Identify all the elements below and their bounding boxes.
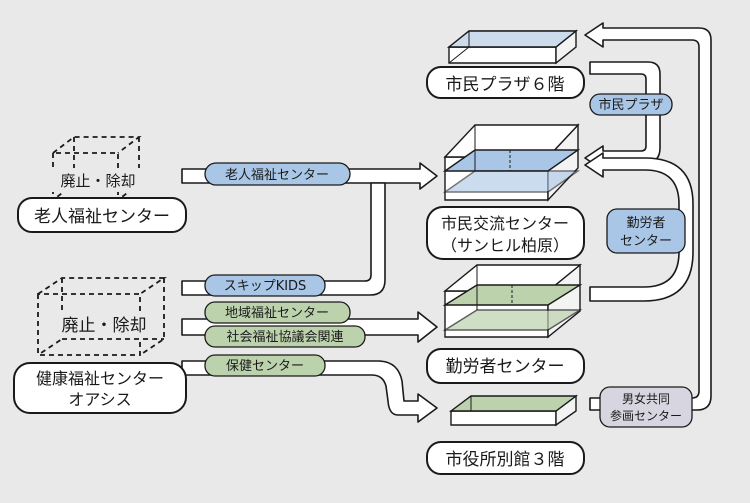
- demolish-label-elderly: 廃止・除却: [60, 172, 135, 190]
- old-facility-box-health: [13, 362, 187, 414]
- demolish-label-bg-health: [50, 312, 160, 338]
- flow-pill-labor: [606, 208, 686, 254]
- old-facility-box-elderly: [17, 197, 187, 233]
- new-facility-box-annex: [426, 441, 585, 475]
- flow-pill-gender: [599, 386, 693, 428]
- building-labor: [442, 263, 583, 339]
- demolish-label-health: 廃止・除却: [62, 316, 147, 336]
- flow-label-plaza: 市民プラザ: [598, 97, 663, 113]
- flow-pill-council: [204, 325, 366, 348]
- new-facility-name-annex: 市役所別館３階: [446, 450, 565, 470]
- flow-pill-regional: [204, 301, 351, 324]
- new-facility-box-exchange: [426, 206, 585, 260]
- building-plaza: [447, 29, 578, 65]
- new-facility-name-exchange-line1: 市民交流センター: [441, 214, 569, 233]
- arrow-labor-loop: [584, 152, 694, 302]
- flow-label-health: 保健センター: [226, 359, 304, 374]
- old-facility-name-health-line2: オアシス: [68, 390, 131, 409]
- flow-pill-health: [204, 354, 326, 377]
- demolished-building-health: [37, 277, 167, 356]
- flow-label-labor-line2: センター: [620, 234, 672, 249]
- new-facility-name-exchange-line2: （サンヒル柏原）: [441, 236, 569, 255]
- old-facility-name-health-line1: 健康福祉センター: [36, 369, 164, 388]
- flow-label-regional: 地域福祉センター: [225, 306, 329, 321]
- building-annex: [448, 394, 579, 427]
- demolish-label-bg-elderly: [52, 168, 144, 192]
- flow-label-gender-line1: 男女共同: [622, 391, 670, 406]
- arrow-gender-loop: [584, 22, 712, 411]
- flow-pill-elderly: [204, 162, 351, 186]
- flow-pill-skip: [204, 274, 326, 297]
- arrow-skip-to-exchange: [181, 182, 386, 296]
- new-facility-box-plaza: [426, 66, 585, 99]
- arrow-plaza-loop: [584, 61, 661, 171]
- new-facility-name-plaza: 市民プラザ６階: [446, 75, 565, 95]
- flow-label-council: 社会福祉協議会関連: [226, 329, 343, 345]
- flow-label-gender-line2: 参画センター: [610, 408, 682, 423]
- new-facility-name-labor: 勤労者センター: [446, 357, 565, 377]
- flow-label-elderly: 老人福祉センター: [225, 168, 329, 183]
- old-facility-name-elderly: 老人福祉センター: [34, 207, 170, 227]
- flow-pill-plaza: [589, 93, 673, 116]
- flow-label-labor-line1: 勤労者: [626, 216, 665, 231]
- new-facility-box-labor: [426, 348, 585, 384]
- flow-label-skip: スキップKIDS: [224, 279, 307, 294]
- building-exchange: [442, 123, 581, 202]
